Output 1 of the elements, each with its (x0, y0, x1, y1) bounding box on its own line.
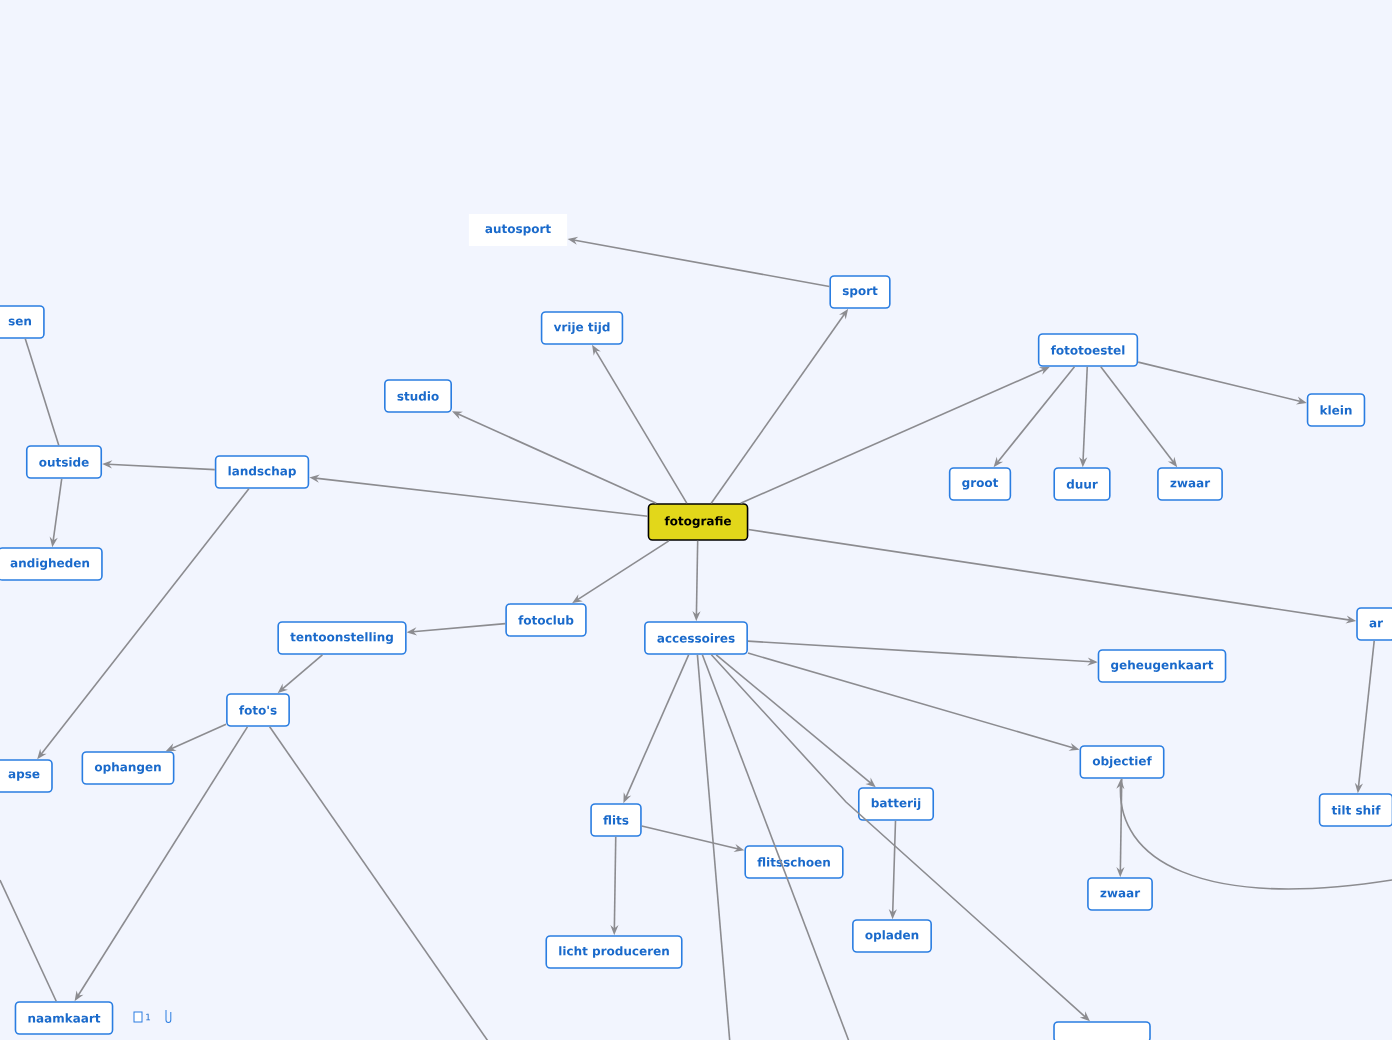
topic-box (1053, 1021, 1151, 1040)
